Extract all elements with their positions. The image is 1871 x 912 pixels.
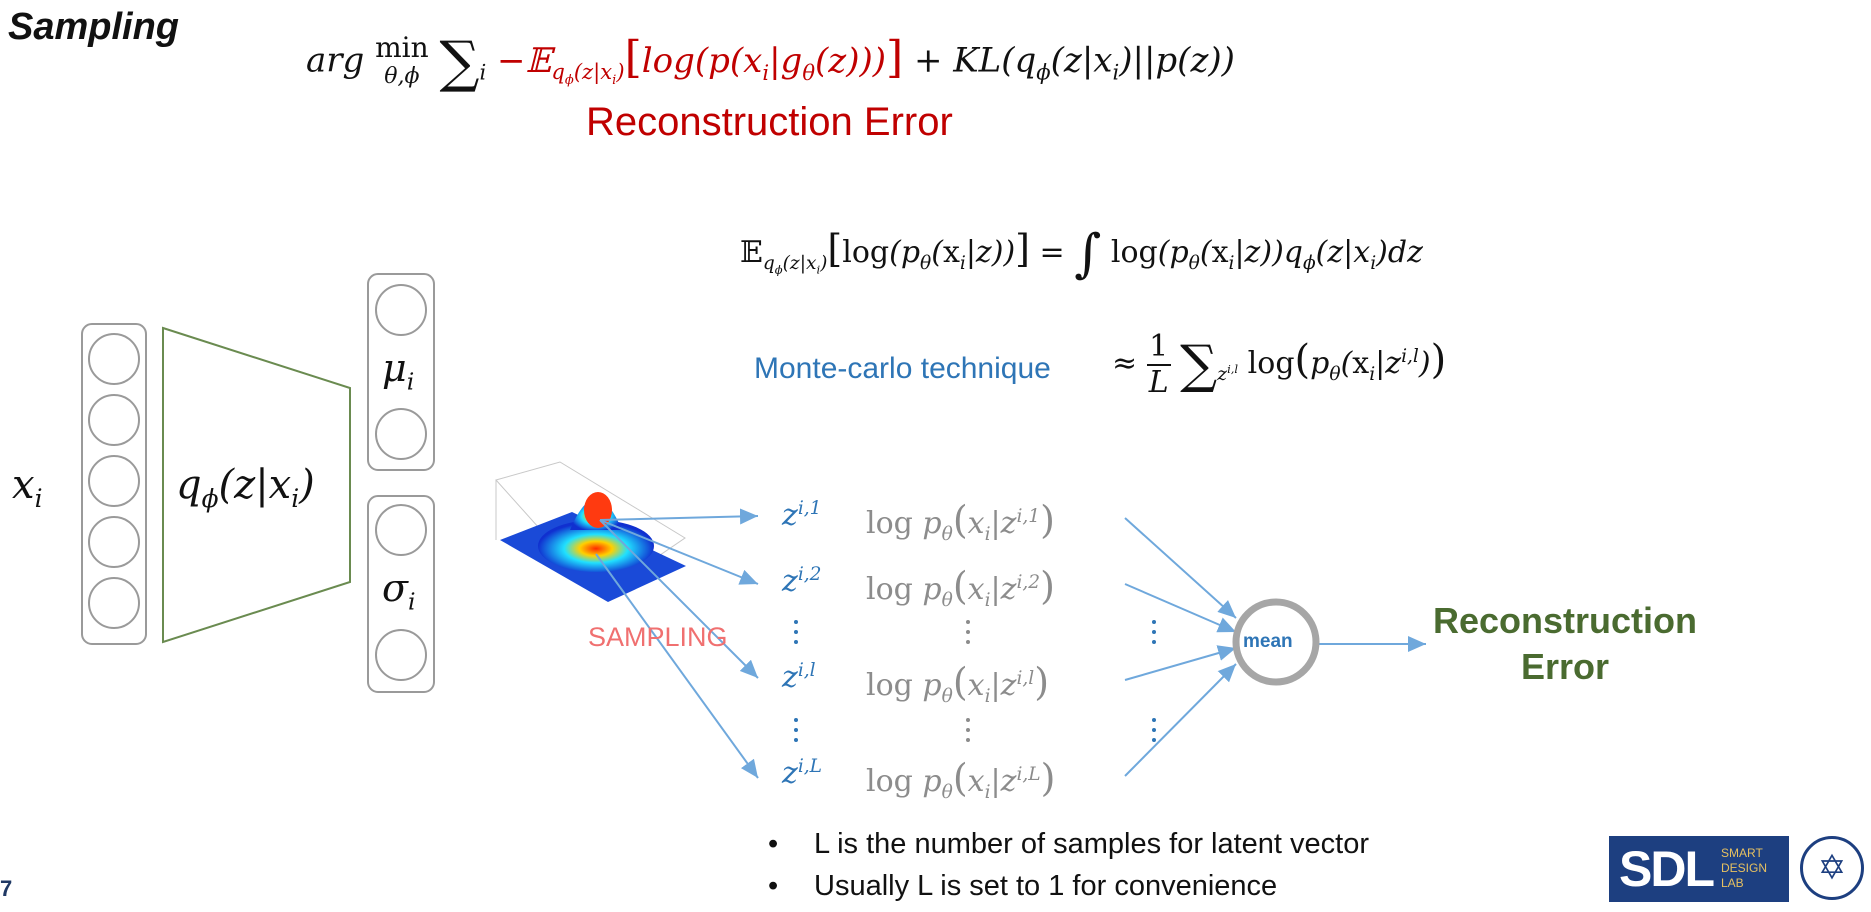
logo-letters: SDL (1619, 841, 1715, 897)
log-term-L: log pθ(xi|zi,L) (866, 756, 1056, 803)
expectation-formula: 𝔼qϕ(z|xi)[log(pθ(xi|z))] = ∫ log(pθ(xi|z… (740, 224, 1423, 284)
output-reconstruction-error: Reconstruction Error (1432, 600, 1698, 687)
mean-arrows (1124, 517, 1426, 777)
bullet-item: •Usually L is set to 1 for convenience (768, 870, 1278, 902)
sample-z-L: zi,L (782, 756, 823, 791)
reconstruction-error-label: Reconstruction Error (586, 100, 953, 144)
gaussian-surface-plot-icon (495, 461, 686, 602)
page-number: 7 (0, 876, 13, 901)
sample-z-l: zi,l (782, 660, 816, 695)
mean-label: mean (1243, 631, 1293, 652)
ellipsis-dots-gray (966, 620, 970, 742)
sample-z-2: zi,2 (782, 564, 822, 599)
encoder-trapezoid (162, 326, 351, 644)
mu-label: μi (382, 346, 415, 396)
sigma-label: σi (382, 566, 416, 616)
slide-title: Sampling (8, 6, 180, 48)
sampling-label: SAMPLING (588, 622, 728, 652)
university-seal-icon: ✡ (1800, 836, 1864, 900)
log-term-1: log pθ(xi|zi,1) (866, 498, 1055, 545)
log-term-2: log pθ(xi|zi,2) (866, 564, 1055, 611)
sigma-layer (367, 495, 435, 693)
sampling-arrows (595, 508, 759, 779)
encoder-label: qϕ(z|xi) (176, 462, 315, 513)
sample-z-1: zi,1 (782, 498, 822, 533)
bullet-list: •L is the number of samples for latent v… (768, 828, 1369, 912)
ellipsis-dots (794, 620, 1156, 742)
mu-layer (367, 273, 435, 471)
log-term-l: log pθ(xi|zi,l) (866, 660, 1050, 707)
mean-node (1232, 598, 1320, 686)
input-label: xi (12, 462, 43, 513)
input-layer (81, 323, 147, 645)
bullet-item: •L is the number of samples for latent v… (768, 828, 1370, 860)
monte-carlo-label: Monte-carlo technique (754, 352, 1051, 385)
